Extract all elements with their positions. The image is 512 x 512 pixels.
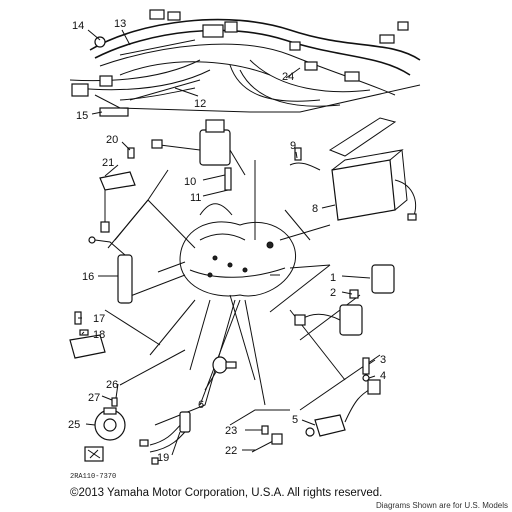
callout-8: 8 [312,203,318,215]
horn-25-part [94,397,126,441]
battery [289,117,417,221]
callout-2: 2 [330,287,336,299]
callout-leaders [78,29,376,456]
callout-10: 10 [184,176,196,188]
bolt-20-part [127,147,135,159]
callout-15: 15 [76,110,88,122]
connector-block [84,446,104,462]
callout-14: 14 [72,20,84,32]
callout-13: 13 [114,18,126,30]
copyright-notice: ©2013 Yamaha Motor Corporation, U.S.A. A… [70,487,383,499]
callout-1: 1 [330,272,336,284]
callout-3: 3 [380,354,386,366]
callout-24: 24 [282,71,294,83]
lead-21-part [99,171,136,233]
callout-9: 9 [290,140,296,152]
callout-16: 16 [82,271,94,283]
callout-18: 18 [93,329,105,341]
callouts: 14 13 24 12 15 20 9 21 10 11 8 16 1 2 17… [68,18,386,464]
frame-outline [179,160,296,297]
drawing-code: 2RA110-7370 [70,473,117,481]
bolt-3-4-part [362,357,370,382]
wire-harness [69,9,421,117]
callout-20: 20 [106,134,118,146]
callout-19: 19 [157,452,169,464]
bulb-6-part [212,356,237,374]
coil-5-part [305,379,381,437]
relay-16-part [88,236,133,304]
callout-27: 27 [88,392,100,404]
callout-6: 6 [198,399,204,411]
wire-19-part [139,411,191,465]
callout-23: 23 [225,425,237,437]
models-note: Diagrams Shown are for U.S. Models [375,501,508,510]
callout-26: 26 [106,379,118,391]
callout-17: 17 [93,313,105,325]
callout-5: 5 [292,414,298,426]
harness-bracket [94,84,421,113]
callout-21: 21 [102,157,114,169]
callout-25: 25 [68,419,80,431]
callout-11: 11 [190,192,201,204]
callout-22: 22 [225,445,237,457]
callout-12: 12 [194,98,206,110]
callout-4: 4 [380,370,386,382]
rectifier-assembly [294,264,395,336]
main-switch-assembly [151,119,246,191]
